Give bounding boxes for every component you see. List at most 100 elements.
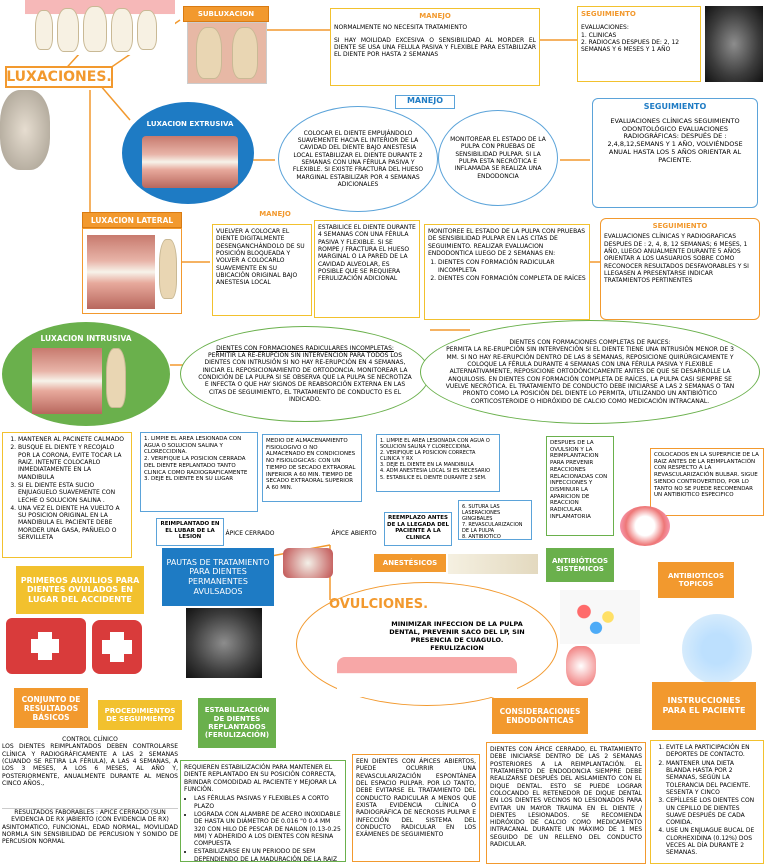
ferulizacion-item-2: LOGRADA CON ALAMBRE DE ACERO INOXIDABLE … (194, 811, 342, 848)
control-clinico-box: CONTROL CLÍNICO LOS DIENTES REIMPLANTADO… (2, 736, 178, 804)
lateral-manejo-item-1: DIENTES CON FORMACIÓN RADICULAR INCOMPLE… (438, 259, 586, 274)
primeros-auxilios-label: PRIMEROS AUXILIOS PARA DIENTES OVULADOS … (16, 566, 144, 614)
apice-cerrado-label: ÁPICE CERRADO (225, 530, 275, 537)
consideraciones-label: CONSIDERACIONES ENDODÓNTICAS (492, 698, 588, 734)
anestesicos-label: ANESTÉSICOS (374, 554, 446, 572)
ovulciones-text: MINIMIZAR INFECCION DE LA PULPA DENTAL, … (389, 620, 525, 652)
endo-abiertos-text: EEN DIENTES CON ÁPICES ABIERTOS, PUEDE O… (356, 758, 476, 839)
ovulciones-title: OVULCIONES. (329, 597, 429, 612)
extrusiva-manejo-oval-2: MONITOREAR EL ESTADO DE LA PULPA CON PRU… (438, 110, 558, 206)
primeros-item-4: UNA VEZ EL DIENTE HA VUELTO A SU POSICIO… (18, 505, 128, 542)
anestesicos-image (448, 554, 538, 574)
page-title: LUXACIONES. (5, 66, 113, 88)
subluxacion-manejo-box: MANEJO NORMALMENTE NO NECESITA TRATAMIEN… (330, 8, 540, 86)
instrucciones-item-2: MANTENER UNA DIETA BLANDA HASTA POR 2 SE… (666, 760, 760, 797)
lateral-seguimiento-box: SEGUIMIENTO EVALUACIONES CLÍNICAS Y RADI… (600, 218, 760, 320)
smile-image (620, 506, 670, 546)
extrusiva-seguimiento-title: SEGUIMIENTO (643, 102, 707, 111)
extrusiva-manejo-oval-1: COLOCAR EL DIENTE EMPUJÁNDOLO SUAVEMENTE… (278, 106, 438, 212)
teeth-illustration-top (25, 0, 175, 55)
antibioticos-topicos-text: COLOCADOS EN LA SUPERFICIE DE LA RAIZ AN… (654, 452, 759, 499)
abierto-item-8: 8. ANTIBIOTICO (462, 534, 501, 541)
sub-seg-line-1: 1. CLINICAS (581, 31, 617, 39)
endo-abiertos-box: EEN DIENTES CON ÁPICES ABIERTOS, PUEDE O… (352, 754, 480, 862)
first-aid-box-icon (92, 620, 142, 674)
extrusiva-seguimiento-text: EVALUACIONES CLÍNICAS SEGUIMIENTO ODONTO… (607, 116, 743, 165)
primeros-item-2: BUSQUE EL DIENTE Y RECOJALO POR LA CORON… (18, 444, 128, 481)
ferulizacion-box: REQUIEREN ESTABILIZACIÓN PARA MANTENER E… (180, 760, 346, 863)
resultados-text: ASINTOMATICO, FUNCIONAL, EDAD NORMAL, MO… (2, 823, 178, 846)
medio-almacenamiento-box: MEDIO DE ALMACENAMIENTO FISIOLOGIVO O NO… (262, 434, 362, 502)
antibioticos-sistemicos-label: ANTIBIÓTICOS SISTÉMICOS (546, 548, 614, 582)
extrusiva-manejo-text-2: MONITOREAR EL ESTADO DE LA PULPA CON PRU… (450, 136, 546, 180)
lateral-manejo-box-1: VUELVER A COLOCAR EL DIENTE DIGITALMENTE… (212, 224, 312, 316)
antibioticos-topicos-text-box: COLOCADOS EN LA SUPERFICIE DE LA RAIZ AN… (650, 448, 764, 516)
lateral-manejo-box-2: ESTABILICE EL DIENTE DURANTE 4 SEMANAS C… (314, 220, 420, 318)
apice-abierto-box: 1. LIMPIE EL AREA LESIONADA CON AGUA O S… (376, 434, 500, 492)
medio-text: MEDIO DE ALMACENAMIENTO FISIOLOGIVO O NO… (266, 438, 356, 491)
lateral-photo (87, 235, 155, 309)
resultados-box: RESULTADOS FABORABLES : APICE CERRADO (S… (2, 808, 178, 864)
lateral-manejo-text-3: MONITOREE EL ESTADO DE LA PULPA CON PRUE… (428, 228, 586, 257)
subluxacion-header: SUBLUXACION (183, 6, 269, 22)
lateral-seguimiento-text: EVALUACIONES CLÍNICAS Y RADIOGRAFICAS DE… (604, 233, 749, 285)
abierto-item-3: 3. DEJE EL DIENTE EN LA MANDIBULA (380, 462, 474, 469)
apice-cerrado-box: 1. LIMPIE EL AREA LESIONADA CON AGUA O S… (140, 432, 258, 512)
lateral-manejo-box-3: MONITOREE EL ESTADO DE LA PULPA CON PRUE… (424, 224, 590, 320)
sub-seg-line-0: EVALUACIONES: (581, 24, 629, 32)
ferulizacion-item-3: ESTABILIZARSE EN UN PERIODO DE SEM DEPEN… (194, 848, 342, 863)
control-clinico-text: LOS DIENTES REIMPLANTADOS DEBEN CONTROLA… (2, 743, 178, 787)
intrusiva-photo (32, 348, 102, 414)
lateral-tooth-diagram (159, 239, 177, 299)
reimplantado-label: REIMPLANTADO EN EL LUBAR DE LA LESION (156, 518, 224, 546)
abierto-item-6: 6. SUTURA LAS LASERACIONES GINGIBALES (462, 504, 501, 523)
estabilizacion-label: ESTABILIZACIÓN DE DIENTES REPLANTADOS (F… (198, 698, 276, 748)
tooth-xray-left (0, 90, 50, 170)
extrusiva-manejo-text-1: COLOCAR EL DIENTE EMPUJÁNDOLO SUAVEMENTE… (292, 129, 424, 188)
intrusiva-title: LUXACION INTRUSIVA (40, 334, 132, 343)
lateral-manejo-item-2: DIENTES CON FORMACIÓN COMPLETA DE RAÍCES (438, 275, 586, 282)
endo-cerrados-text: DIENTES CON ÁPICE CERRADO, EL TRATAMIENT… (490, 746, 642, 849)
antibioticos-sistemicos-text: DESPUES DE LA OVULSION Y LA REIMPLANTACI… (550, 440, 608, 520)
antibioticos-sistemicos-text-box: DESPUES DE LA OVULSION Y LA REIMPLANTACI… (546, 436, 614, 536)
lateral-seguimiento-title: SEGUIMIENTO (652, 222, 708, 230)
subluxacion-manejo-title: MANEJO (419, 12, 451, 20)
intrusiva-incompletas-title: DIENTES CON FORMACIONES RADICULARES INCO… (216, 344, 394, 352)
abierto-item-1: 1. LIMPIE EL AREA LESIONADA CON AGUA O S… (380, 438, 490, 451)
connector-title-to-extrusiva (99, 84, 131, 121)
subluxacion-image (187, 22, 267, 84)
apice-abierto-box-2: 6. SUTURA LAS LASERACIONES GINGIBALES 7.… (458, 500, 532, 540)
primeros-auxilios-box: MANTENER AL PACINETE CALMADO BUSQUE EL D… (2, 432, 132, 558)
tooth-icon-endo (566, 646, 596, 686)
lateral-manejo-title: MANEJO (252, 210, 298, 224)
intrusiva-completas-text: PERMITA LA RE-ERUPCIÓN SIN INTERVENCIÓN … (445, 346, 735, 405)
intrusiva-tooth-diagram (106, 348, 126, 408)
conjunto-resultados-label: CONJUNTO DE RESULTADOS BÁSICOS (14, 688, 88, 728)
first-aid-kit-image (6, 618, 86, 674)
endo-cerrados-box: DIENTES CON ÁPICE CERRADO, EL TRATAMIENT… (486, 742, 646, 864)
abierto-item-7: 7. REVASCULARIZACION DE LA PULPA (462, 522, 523, 535)
instrucciones-item-4: USE UN ENJUAGUE BUCAL DE CLORHEXIDINA (0… (666, 827, 760, 856)
procedimientos-seguimiento-label: PROCEDIMIENTOS DE SEGUIMIENTO (98, 700, 182, 730)
apice-abierto-label: ÁPICE ABIERTO (331, 530, 377, 537)
reemplazo-label: REEMPLAZO ANTES DE LA LLEGADA DEL PACIEN… (384, 512, 452, 546)
subluxacion-seguimiento-title: SEGUIMIENTO (581, 10, 636, 18)
intrusiva-incompletas-oval: DIENTES CON FORMACIONES RADICULARES INCO… (180, 326, 430, 422)
extrusiva-photo (142, 136, 238, 188)
dental-instrument-icon (283, 548, 333, 578)
extrusiva-manejo-title: MANEJO (395, 95, 455, 109)
pautas-box: PAUTAS DE TRATAMIENTO PARA DIENTES PERMA… (162, 548, 274, 606)
resultados-title: RESULTADOS FABORABLES : APICE CERRADO (S… (11, 809, 169, 824)
subluxacion-manejo-text-1: NORMALMENTE NO NECESITA TRATAMIENTO (334, 24, 468, 32)
abierto-item-4: 4. ADM ANESTESIA LOCAL SI ES NECESARIO (380, 468, 491, 475)
abierto-item-5: 5. ESTABILICE EL DIENTE DURANTE 2 SEM. (380, 474, 487, 481)
subluxacion-xray (705, 6, 763, 82)
sub-seg-line-2: 2. RADIOCAS DESPUES DE: 2, 12 SEMANAS Y … (581, 39, 680, 54)
intrusiva-incompletas-text: PERMITIR LA RE-ERUPCIÓN SIN INTERVENCIÓN… (198, 352, 412, 403)
primeros-item-1: MANTENER AL PACINETE CALMADO (18, 436, 128, 443)
instrucciones-label: INSTRUCCIONES PARA EL PACIENTE (652, 682, 756, 730)
ovulciones-teeth-image (337, 657, 517, 697)
control-clinico-title: CONTROL CLÍNICO (62, 736, 118, 743)
abierto-item-2: 2. VERIFIQUE LA POSICION CORRECTA CLINIC… (380, 450, 476, 463)
extrusiva-seguimiento-box: SEGUIMIENTO EVALUACIONES CLÍNICAS SEGUIM… (592, 98, 758, 208)
